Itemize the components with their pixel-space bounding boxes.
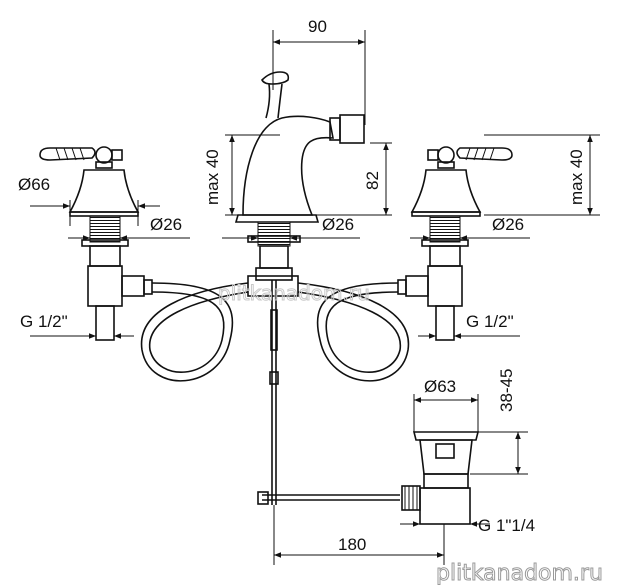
dim-label-g12-left: G 1/2": [20, 312, 68, 331]
dim-label-d26-left: Ø26: [150, 215, 182, 234]
pop-up-waste: [401, 431, 480, 525]
dim-label-d63: Ø63: [424, 377, 456, 396]
right-handle-assembly: [397, 146, 513, 341]
dim-label-g1-1-4: G 1"1/4: [478, 516, 535, 535]
dim-label-g12-right: G 1/2": [466, 312, 514, 331]
dim-label-d26-right: Ø26: [492, 215, 524, 234]
dim-label-max40-left: max 40: [203, 149, 222, 205]
dim-label-38-45: 38-45: [497, 369, 516, 412]
dim-label-90: 90: [308, 17, 327, 36]
dim-label-max40-right: max 40: [567, 149, 586, 205]
dim-label-d66: Ø66: [18, 175, 50, 194]
watermark-corner: plitkanadom.ru: [436, 561, 603, 586]
flex-hoses: [140, 275, 410, 382]
watermark-center: plitkanadom.ru: [218, 281, 370, 305]
spout-assembly: [234, 71, 400, 505]
left-handle-assembly: [39, 146, 153, 341]
dim-label-180: 180: [338, 535, 366, 554]
dimension-lines: [30, 30, 600, 565]
dim-label-d26-center: Ø26: [322, 215, 354, 234]
dim-label-82: 82: [363, 171, 382, 190]
